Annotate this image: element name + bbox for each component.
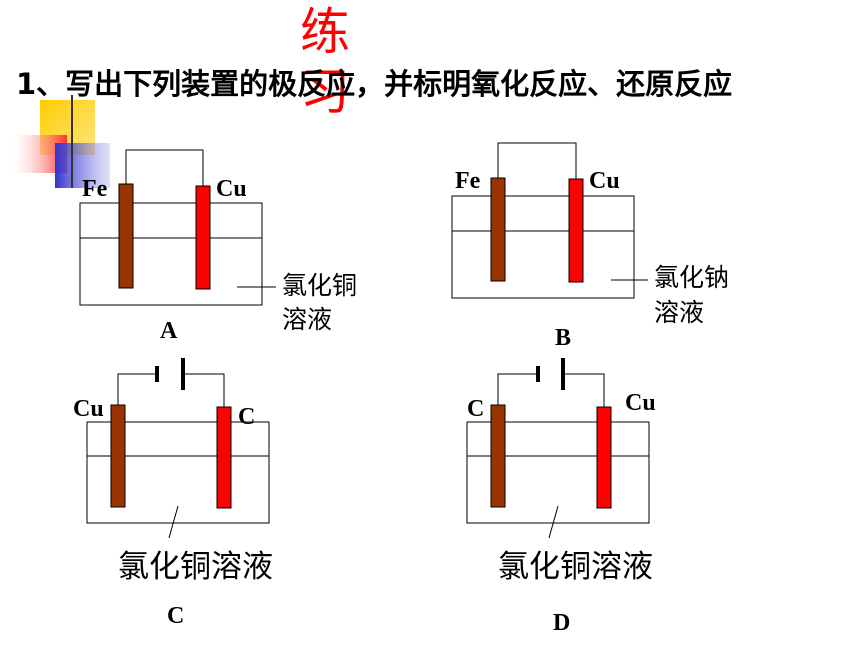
electrode-label-c-right: C	[238, 404, 256, 430]
electrode-label-c-left: Cu	[73, 396, 104, 422]
decor-blue-square	[55, 143, 110, 188]
solution-label-a-line2: 溶液	[282, 305, 333, 334]
diagram-letter-d: D	[553, 610, 571, 636]
question-text: 1、写出下列装置的极反应，并标明氧化反应、还原反应	[16, 67, 733, 101]
electrode-a-right	[195, 185, 211, 290]
electrode-c-left	[110, 404, 126, 508]
electrode-d-left	[490, 404, 506, 508]
electrode-d-right	[596, 406, 612, 509]
wire-c-left	[117, 373, 155, 405]
electrode-b-right	[568, 178, 584, 283]
electrode-label-d-left: C	[467, 396, 485, 422]
solution-pointer-d	[548, 505, 559, 539]
diagram-letter-b: B	[555, 325, 572, 351]
electrode-label-a-right: Cu	[216, 176, 247, 202]
diagram-letter-a: A	[160, 318, 178, 344]
solution-label-b-line2: 溶液	[654, 298, 705, 327]
wire-c-right	[185, 373, 225, 407]
solution-label-b-line1: 氯化钠	[654, 263, 730, 292]
beaker-c	[86, 421, 270, 524]
diagram-letter-c: C	[167, 603, 185, 629]
apparatus-b	[451, 142, 648, 299]
solution-label-a-line1: 氯化铜	[282, 271, 358, 300]
page-title: 练 习	[300, 3, 390, 121]
wire-d-left	[497, 373, 536, 405]
apparatus-c	[86, 358, 270, 539]
electrode-label-b-right: Cu	[589, 168, 620, 194]
apparatus-d	[466, 358, 650, 539]
beaker-b	[451, 195, 635, 299]
apparatus-a	[79, 149, 276, 306]
electrode-b-left	[490, 177, 506, 282]
beaker-a	[79, 202, 263, 306]
electrode-a-left	[118, 183, 134, 289]
solution-pointer-c	[168, 505, 179, 539]
electrode-label-d-right: Cu	[625, 390, 656, 416]
electrode-label-b-left: Fe	[455, 168, 481, 194]
electrode-c-right	[216, 406, 232, 509]
wire-b	[497, 142, 577, 179]
solution-label-d: 氯化铜溶液	[498, 549, 653, 585]
beaker-d	[466, 421, 650, 524]
wire-a	[125, 149, 204, 186]
solution-label-c: 氯化铜溶液	[118, 549, 273, 585]
electrode-label-a-left: Fe	[82, 176, 108, 202]
wire-d-right	[565, 373, 605, 407]
